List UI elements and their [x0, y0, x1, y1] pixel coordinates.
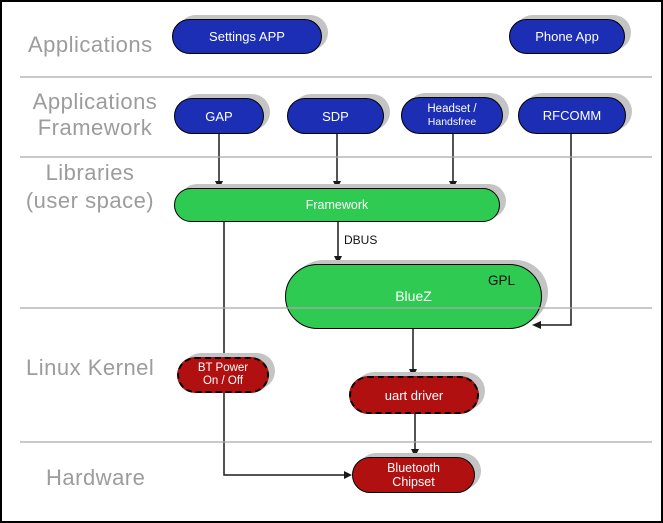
node-headset-handsfree-line2: Handsfree: [427, 116, 477, 128]
node-bt-power-line2: On / Off: [202, 375, 244, 387]
arrowhead-rfcomm-bluez: [532, 321, 541, 329]
layer-label-libraries-line2: (user space): [25, 188, 155, 213]
node-gap-label: GAP: [205, 108, 233, 124]
node-settings-app-label: Settings APP: [209, 29, 285, 44]
arrowhead-uart-chipset: [411, 449, 419, 457]
node-uart-driver: uart driver: [349, 376, 479, 414]
node-bluetooth-chipset-line1: Bluetooth: [387, 461, 440, 475]
node-rfcomm: RFCOMM: [518, 97, 626, 134]
node-sdp: SDP: [287, 98, 384, 134]
node-bt-power-line1: BT Power: [197, 362, 249, 374]
node-bluetooth-chipset-line2: Chipset: [392, 475, 435, 489]
node-phone-app-label: Phone App: [535, 29, 599, 44]
node-uart-driver-label: uart driver: [384, 387, 444, 403]
node-phone-app: Phone App: [509, 19, 625, 54]
node-framework-label: Framework: [305, 197, 369, 212]
node-framework: Framework: [174, 188, 500, 222]
node-bluez-label: BlueZ: [395, 288, 432, 304]
dbus-edge-label: DBUS: [344, 233, 378, 247]
node-rfcomm-label: RFCOMM: [542, 108, 602, 123]
arrowhead-framework-chipset: [344, 471, 352, 479]
node-bluetooth-chipset: Bluetooth Chipset: [352, 457, 475, 493]
edge-framework-chipset: [223, 222, 345, 476]
node-headset-handsfree-line1: Headset /: [427, 103, 477, 115]
layer-label-hardware: Hardware: [46, 465, 146, 490]
node-gap: GAP: [174, 98, 264, 134]
layer-label-applications-framework-line2: Framework: [37, 115, 153, 140]
layer-label-linux-kernel: Linux Kernel: [26, 355, 155, 380]
arrowhead-headset-framework: [449, 181, 457, 189]
layer-label-applications: Applications: [28, 32, 153, 57]
layer-label-applications-framework-line1: Applications: [32, 89, 158, 114]
arrowhead-framework-bluez: [334, 256, 342, 264]
arrowhead-gap-framework: [215, 181, 223, 189]
node-headset-handsfree: Headset / Handsfree: [401, 97, 503, 134]
layer-label-applications-framework: Applications Framework: [22, 89, 168, 141]
edge-rfcomm-bluez: [539, 134, 572, 326]
node-sdp-label: SDP: [322, 108, 349, 124]
layer-label-libraries: Libraries (user space): [14, 159, 166, 215]
layer-label-libraries-line1: Libraries: [45, 160, 135, 185]
arrowhead-sdp-framework: [333, 181, 341, 189]
arrowhead-bluez-uart: [409, 369, 417, 377]
node-settings-app: Settings APP: [172, 19, 322, 54]
node-bt-power: BT Power On / Off: [177, 357, 269, 393]
gpl-badge: GPL: [487, 273, 515, 288]
node-bluez: GPL BlueZ: [285, 264, 542, 329]
